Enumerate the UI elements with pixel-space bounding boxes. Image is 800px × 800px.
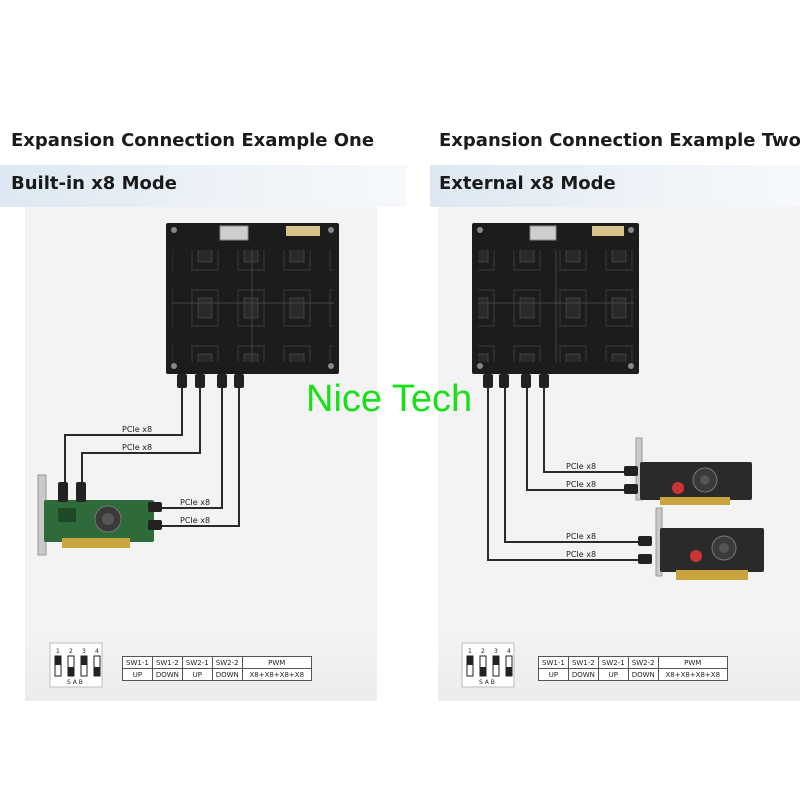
table-header-cell: SW2-2 (627, 656, 659, 669)
right-link-label-4: PCIe x8 (566, 550, 596, 559)
right-link-label-1: PCIe x8 (566, 462, 596, 471)
left-subtitle: Built-in x8 Mode (11, 173, 177, 194)
right-banner (430, 165, 800, 207)
table-cell: DOWN (627, 668, 659, 681)
table-cell: UP (181, 668, 213, 681)
left-dip-letters: S A B (67, 679, 83, 686)
right-device-card-1 (624, 437, 752, 505)
table-header-cell: SW1-2 (567, 656, 599, 669)
table-header-cell: SW1-1 (538, 656, 569, 669)
table-header-cell: SW1-1 (122, 656, 153, 669)
left-dip-num-3: 3 (82, 648, 86, 655)
left-link-label-2: PCIe x8 (122, 443, 152, 452)
right-expansion-board (472, 223, 639, 374)
table-cell: DOWN (567, 668, 599, 681)
left-board-connectors (177, 374, 244, 388)
table-cell: UP (538, 668, 569, 681)
table-cell: X8+X8+X8+X8 (657, 668, 728, 681)
table-header-cell: SW1-2 (151, 656, 183, 669)
left-banner (0, 165, 407, 207)
right-link-label-3: PCIe x8 (566, 532, 596, 541)
table-header-row: SW1-1 SW1-2 SW2-1 SW2-2 PWM (122, 656, 312, 669)
left-switch-table: SW1-1 SW1-2 SW2-1 SW2-2 PWM UP DOWN UP D… (122, 656, 312, 681)
left-title: Expansion Connection Example One (11, 130, 375, 151)
left-cables (64, 388, 240, 527)
right-dip-num-1: 1 (468, 648, 472, 655)
left-link-label-1: PCIe x8 (122, 425, 152, 434)
left-dip-num-1: 1 (56, 648, 60, 655)
right-dip-letters: S A B (479, 679, 495, 686)
right-dip-num-2: 2 (481, 648, 485, 655)
right-cables (487, 388, 638, 561)
left-dip-num-2: 2 (69, 648, 73, 655)
table-cell: DOWN (151, 668, 183, 681)
table-header-cell: PWM (241, 656, 312, 669)
table-header-row: SW1-1 SW1-2 SW2-1 SW2-2 PWM (538, 656, 728, 669)
table-header-cell: SW2-2 (211, 656, 243, 669)
right-title: Expansion Connection Example Two (439, 130, 800, 151)
right-device-card-2 (638, 507, 764, 580)
watermark: Nice Tech (306, 378, 473, 420)
left-link-label-3: PCIe x8 (180, 498, 210, 507)
left-expansion-board (166, 223, 339, 374)
table-cell: DOWN (211, 668, 243, 681)
right-board-connectors (483, 374, 549, 388)
left-host-card (37, 474, 162, 556)
right-link-label-2: PCIe x8 (566, 480, 596, 489)
left-dip-switch: 1 2 3 4 S A B (49, 642, 103, 688)
right-dip-switch: 1 2 3 4 S A B (461, 642, 515, 688)
table-header-cell: SW2-1 (597, 656, 629, 669)
table-cell: X8+X8+X8+X8 (241, 668, 312, 681)
table-row: UP DOWN UP DOWN X8+X8+X8+X8 (538, 668, 728, 681)
left-link-label-4: PCIe x8 (180, 516, 210, 525)
right-switch-table: SW1-1 SW1-2 SW2-1 SW2-2 PWM UP DOWN UP D… (538, 656, 728, 681)
table-header-cell: SW2-1 (181, 656, 213, 669)
right-dip-num-3: 3 (494, 648, 498, 655)
table-cell: UP (122, 668, 153, 681)
right-subtitle: External x8 Mode (439, 173, 616, 194)
table-header-cell: PWM (657, 656, 728, 669)
left-dip-num-4: 4 (95, 648, 99, 655)
table-cell: UP (597, 668, 629, 681)
right-dip-num-4: 4 (507, 648, 511, 655)
table-row: UP DOWN UP DOWN X8+X8+X8+X8 (122, 668, 312, 681)
